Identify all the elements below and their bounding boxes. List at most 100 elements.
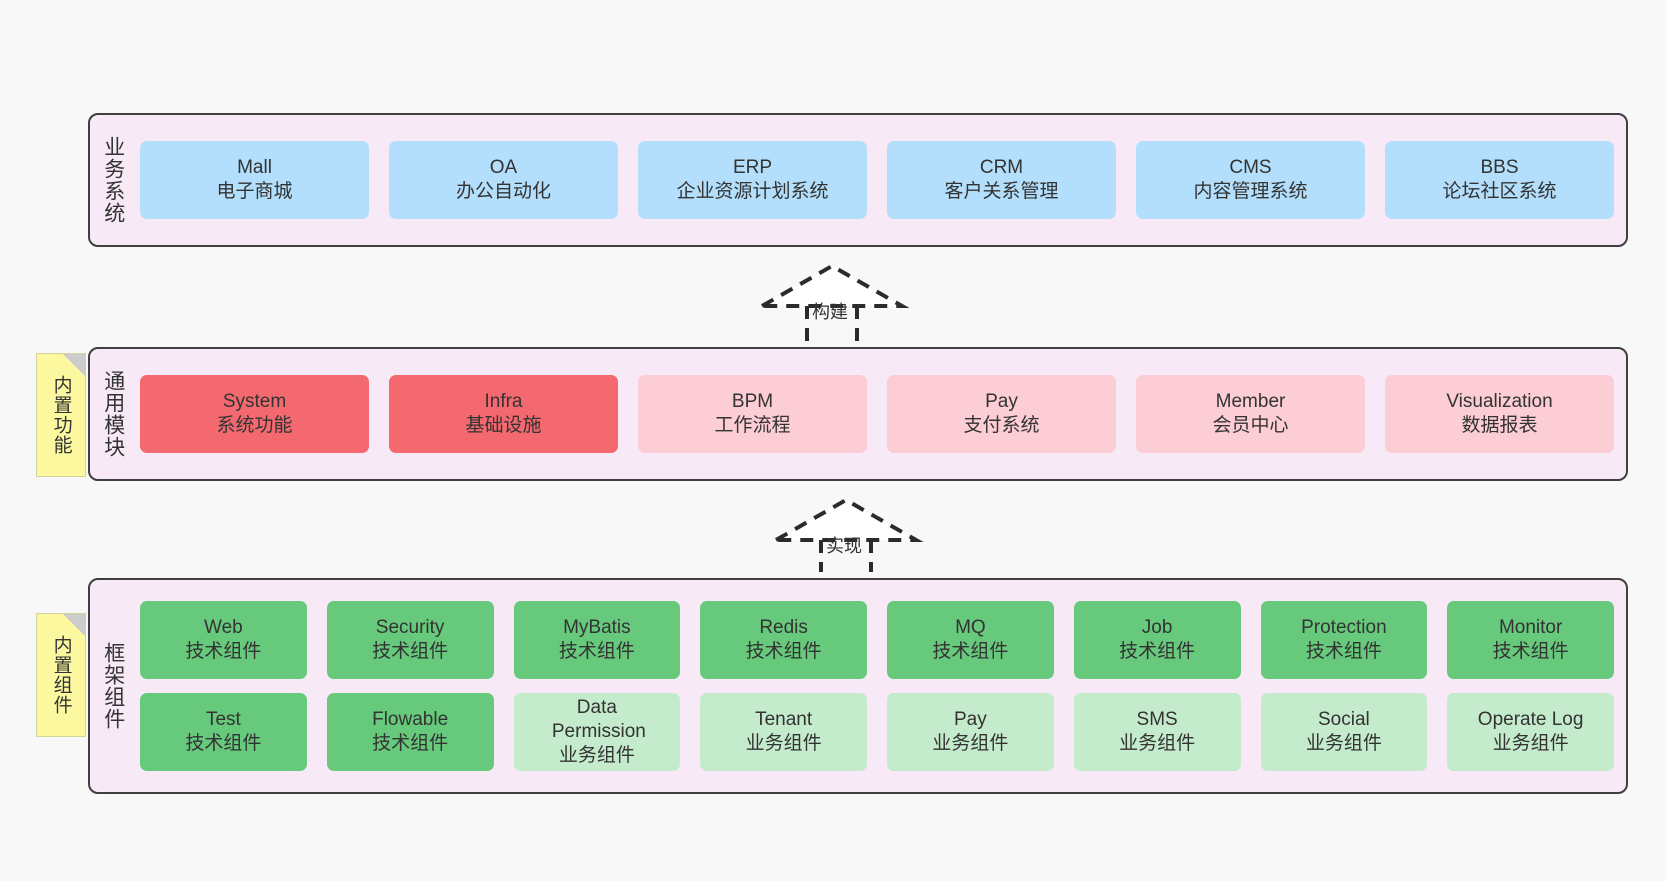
module-name-cn: 数据报表	[1461, 415, 1538, 436]
module-name-en: System	[222, 390, 287, 412]
note-label: 内置组件	[50, 635, 72, 715]
module-card-bbs[interactable]: BBS 论坛社区系统	[1385, 141, 1614, 219]
note-builtin-functions: 内置功能	[36, 353, 86, 477]
module-card-visualization[interactable]: Visualization 数据报表	[1385, 375, 1614, 453]
module-name-en: Test	[205, 708, 241, 730]
module-card-pay-business[interactable]: Pay 业务组件	[887, 693, 1054, 771]
module-card-oa[interactable]: OA 办公自动化	[389, 141, 618, 219]
module-card-erp[interactable]: ERP 企业资源计划系统	[638, 141, 867, 219]
module-name-en: Operate Log	[1477, 708, 1584, 730]
module-name-cn: 技术组件	[1305, 641, 1382, 662]
note-fold-corner-icon	[63, 614, 85, 636]
module-name-en: SMS	[1136, 708, 1178, 730]
connector-build: 构建	[752, 258, 912, 350]
module-card-redis[interactable]: Redis 技术组件	[700, 601, 867, 679]
module-name-cn: 技术组件	[932, 641, 1009, 662]
module-name-en: OA	[489, 156, 518, 178]
module-card-operate-log[interactable]: Operate Log 业务组件	[1447, 693, 1614, 771]
module-card-protection[interactable]: Protection 技术组件	[1260, 601, 1428, 679]
module-card-mybatis[interactable]: MyBatis 技术组件	[513, 601, 681, 679]
module-name-cn: 业务组件	[932, 733, 1009, 754]
layer-row: Test 技术组件 Flowable 技术组件 Data Permission …	[140, 693, 1614, 771]
note-fold-corner-icon	[63, 354, 85, 376]
module-name-cn: 技术组件	[558, 641, 635, 662]
module-name-cn: 技术组件	[372, 733, 449, 754]
module-card-test[interactable]: Test 技术组件	[140, 693, 307, 771]
module-card-flowable[interactable]: Flowable 技术组件	[326, 693, 494, 771]
module-name-cn: 技术组件	[745, 641, 822, 662]
module-name-en: Pay	[954, 708, 987, 730]
module-name-en: Member	[1215, 390, 1286, 412]
module-name-cn: 技术组件	[185, 733, 262, 754]
layer-business-system[interactable]: 业务系统 Mall 电子商城 OA 办公自动化 ERP 企业资源计划系统 CRM…	[88, 113, 1628, 247]
layer-row: Web 技术组件 Security 技术组件 MyBatis 技术组件 Redi…	[140, 601, 1614, 679]
module-card-cms[interactable]: CMS 内容管理系统	[1136, 141, 1365, 219]
layer-title-business-system: 业务系统	[101, 136, 125, 224]
module-name-cn: 业务组件	[745, 733, 822, 754]
module-name-cn: 内容管理系统	[1193, 181, 1308, 202]
layer-body-business-system: Mall 电子商城 OA 办公自动化 ERP 企业资源计划系统 CRM 客户关系…	[136, 115, 1626, 245]
module-card-data-permission[interactable]: Data Permission 业务组件	[513, 693, 681, 771]
module-card-social[interactable]: Social 业务组件	[1260, 693, 1428, 771]
layer-row: Mall 电子商城 OA 办公自动化 ERP 企业资源计划系统 CRM 客户关系…	[140, 141, 1614, 219]
module-name-cn: 技术组件	[185, 641, 262, 662]
module-name-cn: 系统功能	[216, 415, 293, 436]
module-name-cn: 论坛社区系统	[1442, 181, 1557, 202]
module-card-web[interactable]: Web 技术组件	[140, 601, 307, 679]
module-card-member[interactable]: Member 会员中心	[1136, 375, 1365, 453]
build-arrow-icon	[754, 263, 910, 350]
module-name-en: Security	[375, 616, 445, 638]
layer-common-module[interactable]: 通用模块 System 系统功能 Infra 基础设施 BPM 工作流程 Pay…	[88, 347, 1628, 481]
module-card-monitor[interactable]: Monitor 技术组件	[1447, 601, 1614, 679]
module-name-en: Redis	[759, 616, 808, 638]
module-card-bpm[interactable]: BPM 工作流程	[638, 375, 867, 453]
module-card-mq[interactable]: MQ 技术组件	[887, 601, 1054, 679]
module-name-cn: 业务组件	[558, 745, 635, 767]
module-name-en: Data Permission	[551, 696, 646, 742]
module-name-en: Flowable	[372, 708, 449, 730]
module-card-system[interactable]: System 系统功能	[140, 375, 369, 453]
module-name-en: Mall	[237, 156, 272, 178]
note-builtin-components: 内置组件	[36, 613, 86, 737]
module-name-cn: 业务组件	[1119, 733, 1196, 754]
layer-row: System 系统功能 Infra 基础设施 BPM 工作流程 Pay 支付系统…	[140, 375, 1614, 453]
layer-title-framework-component: 框架组件	[101, 642, 125, 730]
module-name-cn: 技术组件	[1119, 641, 1196, 662]
implement-arrow-icon	[768, 497, 924, 572]
module-name-en: BPM	[731, 390, 774, 412]
module-card-infra[interactable]: Infra 基础设施	[389, 375, 618, 453]
connector-label-build: 构建	[812, 302, 848, 322]
layer-framework-component[interactable]: 框架组件 Web 技术组件 Security 技术组件 MyBatis 技术组件…	[88, 578, 1628, 794]
module-name-en: MyBatis	[563, 616, 631, 638]
layer-body-framework-component: Web 技术组件 Security 技术组件 MyBatis 技术组件 Redi…	[136, 580, 1626, 792]
module-name-en: ERP	[732, 156, 773, 178]
module-name-en: Pay	[985, 390, 1018, 412]
module-name-cn: 业务组件	[1492, 733, 1569, 754]
module-name-en: Social	[1318, 708, 1370, 730]
module-card-crm[interactable]: CRM 客户关系管理	[887, 141, 1116, 219]
module-name-cn: 技术组件	[1492, 641, 1569, 662]
module-name-cn: 支付系统	[963, 415, 1040, 436]
module-name-en: Monitor	[1498, 616, 1563, 638]
module-name-cn: 业务组件	[1305, 733, 1382, 754]
module-name-cn: 企业资源计划系统	[676, 181, 829, 202]
module-card-security[interactable]: Security 技术组件	[326, 601, 494, 679]
module-card-job[interactable]: Job 技术组件	[1073, 601, 1241, 679]
layer-body-common-module: System 系统功能 Infra 基础设施 BPM 工作流程 Pay 支付系统…	[136, 349, 1626, 479]
module-name-en: CRM	[979, 156, 1024, 178]
module-card-tenant[interactable]: Tenant 业务组件	[700, 693, 867, 771]
module-name-en: Job	[1141, 616, 1173, 638]
module-card-pay[interactable]: Pay 支付系统	[887, 375, 1116, 453]
module-name-cn: 办公自动化	[455, 181, 551, 202]
module-name-en: CMS	[1229, 156, 1272, 178]
module-name-cn: 基础设施	[465, 415, 542, 436]
module-name-cn: 电子商城	[216, 181, 293, 202]
module-name-en: Tenant	[755, 708, 813, 730]
module-name-cn: 客户关系管理	[944, 181, 1059, 202]
layer-title-common-module: 通用模块	[101, 370, 125, 458]
module-name-en: MQ	[955, 616, 986, 638]
module-card-sms[interactable]: SMS 业务组件	[1073, 693, 1241, 771]
module-name-en: Web	[204, 616, 243, 638]
module-card-mall[interactable]: Mall 电子商城	[140, 141, 369, 219]
